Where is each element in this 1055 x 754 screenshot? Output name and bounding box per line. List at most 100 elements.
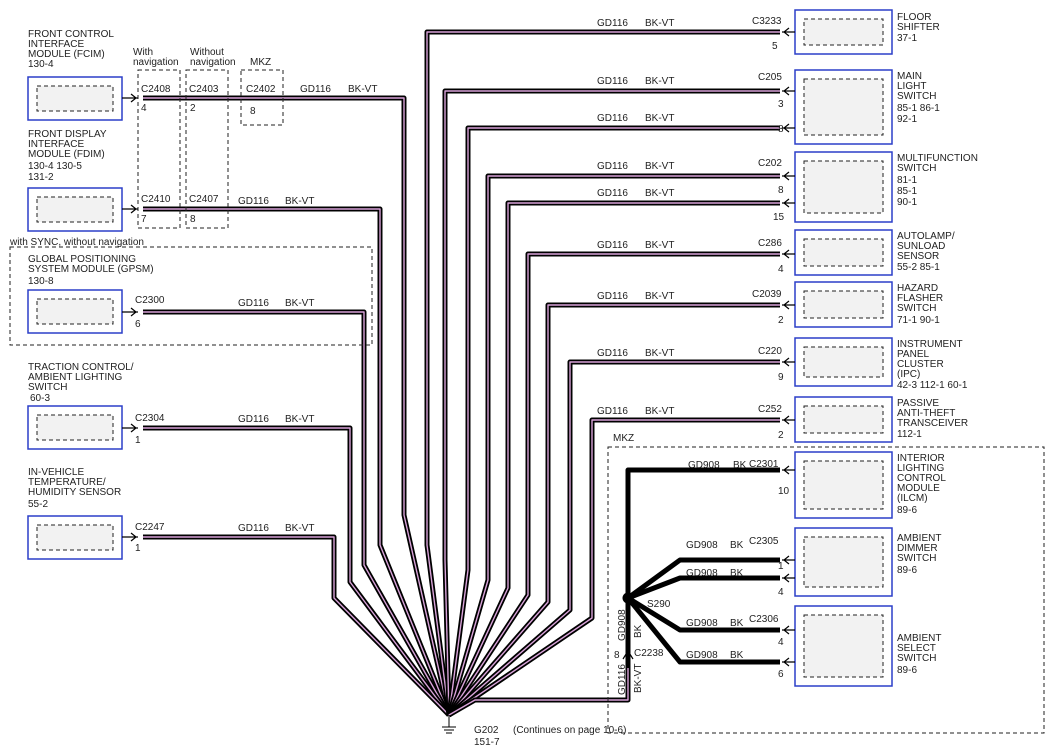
connector-c2304: C2304	[135, 413, 165, 424]
hazard-connector: C2039	[752, 289, 782, 300]
fdim-name-2: INTERFACE	[28, 139, 84, 150]
ground-symbol	[442, 715, 456, 734]
connector-c2402: C2402	[246, 84, 276, 95]
multifunction-name-5: 90-1	[897, 197, 917, 208]
select-name-2: SELECT	[897, 643, 936, 654]
fdim-name-1: FRONT DISPLAY	[28, 129, 107, 140]
pats-connector: C252	[758, 404, 782, 415]
in-vehicle-name-2: TEMPERATURE/	[28, 477, 106, 488]
multifunction-name-4: 85-1	[897, 186, 917, 197]
ilcm-name-3: CONTROL	[897, 473, 946, 484]
gpsm-name-3: 130-8	[28, 276, 54, 287]
connector-arrow-select-6	[782, 657, 795, 667]
mkz-label: MKZ	[250, 57, 271, 68]
fdim-name-4: 130-4 130-5	[28, 161, 82, 172]
floor-shifter-name-1: FLOOR	[897, 12, 931, 23]
wire-label-gpsm-circuit: GD116	[238, 298, 269, 309]
without-nav-label-2: navigation	[190, 57, 236, 68]
autolamp-color: BK-VT	[645, 240, 674, 251]
traction-name-4: 60-3	[30, 393, 50, 404]
pats-name-4: 112-1	[897, 429, 922, 440]
module-in-vehicle-sensor	[27, 515, 123, 560]
multifunction-name-3: 81-1	[897, 175, 917, 186]
connector-arrow-fdim	[122, 204, 138, 214]
module-fcim	[27, 76, 123, 121]
pats-color: BK-VT	[645, 406, 674, 417]
pin-c2407: 8	[190, 214, 196, 225]
multifunction-15-color: BK-VT	[645, 188, 674, 199]
module-multifunction-switch	[794, 151, 893, 223]
wire-main-light-switch-8	[446, 125, 780, 716]
main-light-name-5: 92-1	[897, 114, 917, 125]
connector-arrow-ipc	[782, 357, 795, 367]
feed-connector: C2238	[634, 648, 664, 659]
multifunction-8-circuit: GD116	[597, 161, 628, 172]
dimmer-4-circuit: GD908	[686, 568, 718, 579]
ilcm-name-2: LIGHTING	[897, 463, 944, 474]
mkz-box-label: MKZ	[613, 433, 634, 444]
mkz-connector-box	[240, 69, 284, 126]
module-hazard-switch	[794, 281, 893, 328]
feed-lower-circuit: GD116	[617, 664, 628, 695]
connector-c2247: C2247	[135, 522, 165, 533]
feed-connector-arrow	[622, 649, 634, 660]
ipc-connector: C220	[758, 346, 782, 357]
fcim-name-3: MODULE (FCIM)	[28, 49, 105, 60]
pats-pin: 2	[778, 430, 784, 441]
traction-name-3: SWITCH	[28, 382, 67, 393]
dimmer-name-4: 89-6	[897, 565, 917, 576]
gpsm-name-1: GLOBAL POSITIONING	[28, 254, 136, 265]
floor-shifter-pin: 5	[772, 41, 778, 52]
in-vehicle-name-3: HUMIDITY SENSOR	[28, 487, 121, 498]
wire-gpsm	[143, 309, 452, 717]
dimmer-1-circuit: GD908	[686, 540, 718, 551]
pats-name-3: TRANSCEIVER	[897, 418, 968, 429]
connector-arrow-main-light-8	[782, 123, 795, 133]
feed-lower-color: BK-VT	[633, 664, 644, 693]
floor-shifter-circuit: GD116	[597, 18, 628, 29]
ipc-name-1: INSTRUMENT	[897, 339, 963, 350]
ilcm-connector: C2301	[749, 459, 779, 470]
with-nav-box	[137, 69, 181, 229]
select-name-1: AMBIENT	[897, 633, 941, 644]
multifunction-name-1: MULTIFUNCTION	[897, 153, 978, 164]
wire-in-vehicle-sensor	[143, 534, 451, 717]
pin-c2410: 7	[141, 214, 147, 225]
wire-label-traction-circuit: GD116	[238, 414, 269, 425]
wire-autolamp-sensor	[446, 251, 780, 717]
connector-arrow-autolamp	[782, 249, 795, 259]
continues-note: (Continues on page 10-6)	[513, 725, 626, 736]
ipc-name-5: 42-3 112-1 60-1	[897, 380, 968, 391]
ground-id: G202	[474, 725, 499, 736]
hazard-name-3: SWITCH	[897, 303, 936, 314]
traction-name-2: AMBIENT LIGHTING	[28, 372, 122, 383]
fcim-name-1: FRONT CONTROL	[28, 29, 114, 40]
ipc-circuit: GD116	[597, 348, 628, 359]
connector-arrow-dimmer-1	[782, 555, 795, 565]
feed-upper-circuit: GD908	[617, 609, 628, 641]
module-main-light-switch	[794, 69, 893, 145]
wire-label-in-vehicle-circuit: GD116	[238, 523, 269, 534]
ipc-color: BK-VT	[645, 348, 674, 359]
wire-mkz-feed	[447, 668, 631, 718]
ipc-pin: 9	[778, 372, 784, 383]
connector-c2403: C2403	[189, 84, 219, 95]
module-ambient-select-switch	[794, 605, 893, 687]
without-nav-box	[185, 69, 229, 229]
hazard-name-2: FLASHER	[897, 293, 943, 304]
autolamp-name-1: AUTOLAMP/	[897, 231, 955, 242]
pats-circuit: GD116	[597, 406, 628, 417]
dimmer-1-color: BK	[730, 540, 744, 551]
wire-multifunction-switch-8	[446, 173, 780, 716]
wire-label-gpsm-color: BK-VT	[285, 298, 314, 309]
multifunction-8-color: BK-VT	[645, 161, 674, 172]
fcim-name-2: INTERFACE	[28, 39, 84, 50]
floor-shifter-name-2: SHIFTER	[897, 22, 940, 33]
connector-arrow-gpsm	[122, 307, 138, 317]
dimmer-4-color: BK	[730, 568, 744, 579]
select-6-color: BK	[730, 650, 744, 661]
module-fdim	[27, 187, 123, 232]
wire-hazard-switch	[447, 302, 780, 717]
ilcm-circuit: GD908	[688, 460, 720, 471]
autolamp-pin: 4	[778, 264, 784, 275]
